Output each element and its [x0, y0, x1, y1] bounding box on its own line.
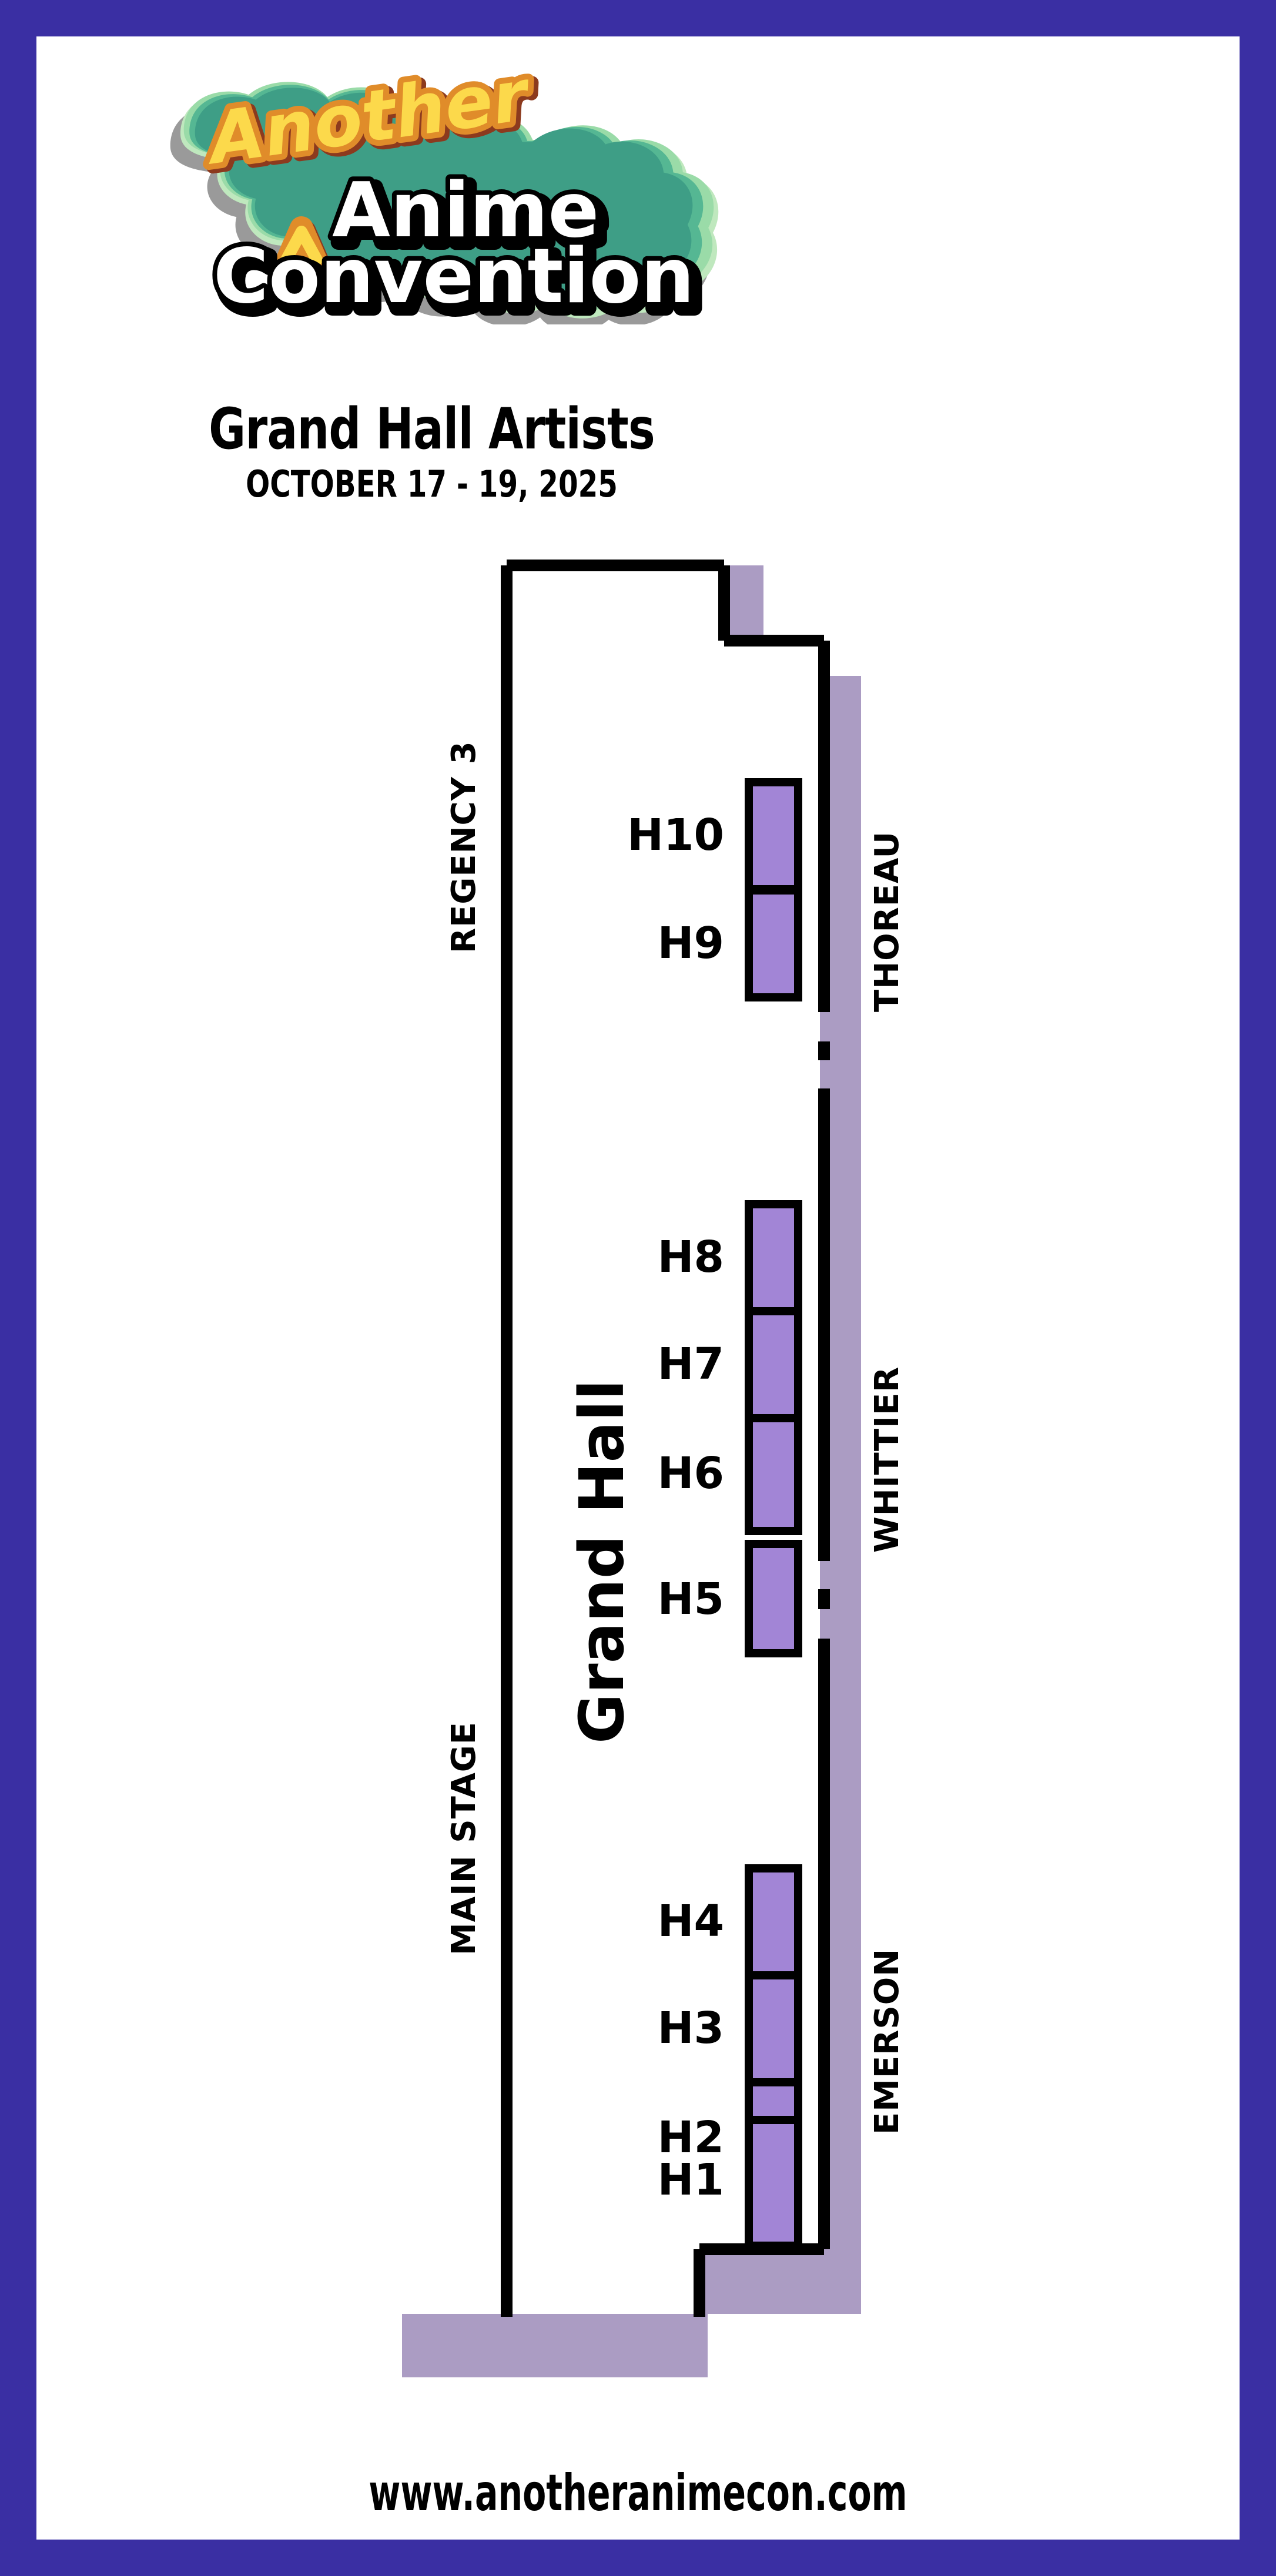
- room-label-whittier: WHITTIER: [868, 1366, 906, 1553]
- booth-group-last: [745, 2116, 802, 2250]
- event-date-range: OCTOBER 17 - 19, 2025: [246, 463, 618, 505]
- convention-logo: Another Another Anime Anime Convention: [98, 60, 762, 324]
- booth-group-3: [745, 1540, 802, 1657]
- logo-convention-shadow: Convention: [219, 239, 701, 324]
- booth-label-H1: H1: [657, 2155, 724, 2205]
- floor-map-svg: [402, 560, 861, 2377]
- booth-H10[interactable]: [753, 786, 794, 885]
- room-label-thoreau: THOREAU: [868, 830, 906, 1012]
- room-label-main-stage: MAIN STAGE: [445, 1721, 483, 1955]
- hall-name-label: Grand Hall: [566, 1379, 638, 1744]
- booth-label-H5: H5: [657, 1574, 724, 1624]
- logo-word-another: Another Another: [194, 60, 547, 190]
- booth-label-H6: H6: [657, 1448, 724, 1499]
- booth-H7[interactable]: [753, 1315, 794, 1414]
- booth-H8[interactable]: [753, 1208, 794, 1307]
- logo-caret-icon: [274, 216, 331, 279]
- booth-label-H3: H3: [657, 2003, 724, 2054]
- booth-label-H10: H10: [627, 810, 724, 860]
- booth-H4[interactable]: [753, 1872, 794, 1971]
- logo-convention-text: Convention: [213, 233, 695, 320]
- booth-H5[interactable]: [753, 1548, 794, 1649]
- corridor-bottom-shelf: [695, 2249, 861, 2314]
- booth-group-1: [745, 778, 802, 1001]
- logo-word-convention: Convention Convention: [209, 228, 708, 324]
- page-title: Grand Hall Artists: [209, 396, 655, 462]
- booth-label-H9: H9: [657, 918, 724, 969]
- booth-label-H2: H2: [657, 2112, 724, 2163]
- logo-anime-shadow: Anime: [338, 173, 605, 260]
- logo-word-anime: Anime Anime: [327, 162, 612, 268]
- booth-H9[interactable]: [753, 895, 794, 993]
- logo-anime-text: Anime: [332, 167, 599, 254]
- booth-label-H4: H4: [657, 1896, 724, 1947]
- corridor-bottom-left: [402, 2314, 708, 2377]
- room-label-emerson: EMERSON: [868, 1948, 906, 2135]
- booth-H3[interactable]: [753, 1979, 794, 2078]
- booth-H1[interactable]: [753, 2124, 794, 2242]
- website-url[interactable]: www.anotheranimecon.com: [369, 2464, 907, 2523]
- room-label-regency-3: REGENCY 3: [445, 741, 483, 953]
- poster-inner-page: Another Another Anime Anime Convention: [36, 36, 1240, 2540]
- hall-walls: [501, 560, 830, 2317]
- grand-hall-floor-map: REGENCY 3 MAIN STAGE Grand Hall THOREAU …: [36, 548, 1240, 2428]
- booth-label-H8: H8: [657, 1232, 724, 1282]
- booth-label-H7: H7: [657, 1339, 724, 1389]
- booth-group-2: [745, 1200, 802, 1535]
- booth-H6[interactable]: [753, 1422, 794, 1527]
